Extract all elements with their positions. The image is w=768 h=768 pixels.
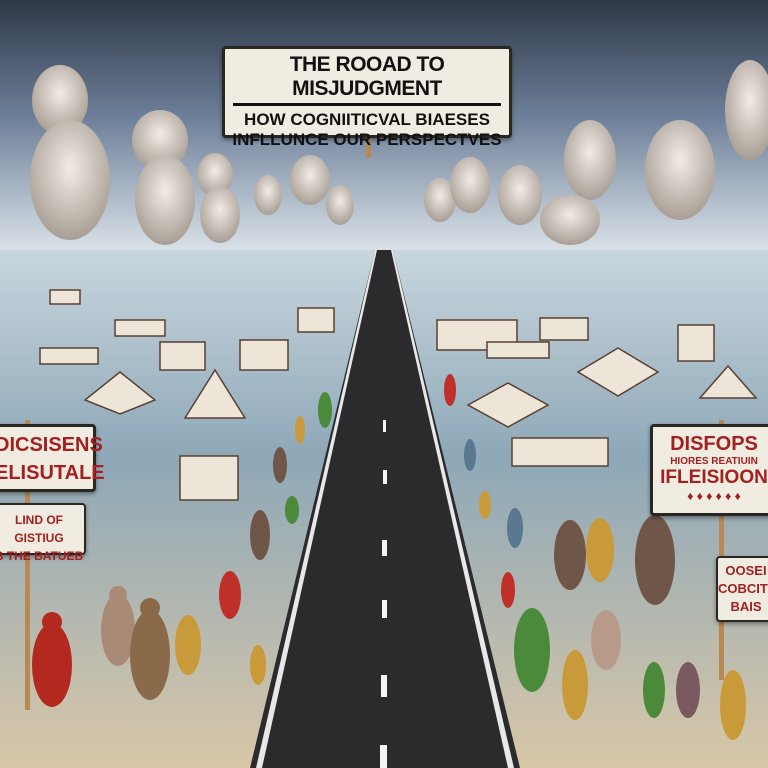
title-line-2: HOW COGNIITICVAL BIAESES — [244, 110, 490, 129]
title-line-1: THE ROOAD TO MISJUDGMENT — [233, 53, 501, 106]
small-distant-signs — [39, 289, 758, 501]
right-sign-top-line-1: DISFOPS — [670, 433, 758, 455]
right-sign-top-line-2: HIORES REATIUIN — [670, 456, 758, 467]
left-sign-top: DICSISENS ELISUTALE — [0, 424, 105, 492]
right-sign-bottom-line-2: COBCITT — [718, 581, 768, 596]
title-sign: THE ROOAD TO MISJUDGMENT HOW COGNIITICVA… — [222, 46, 512, 149]
right-sign-bottom-line-1: OOSEI — [725, 563, 767, 578]
left-sign-bottom: LIND OF GISTIUG B THE BATUEB — [0, 503, 86, 563]
title-line-3: INFLLUNCE OUR PERSPECTVES — [232, 130, 502, 149]
right-sign-pole — [719, 420, 724, 680]
right-sign-top: DISFOPS HIORES REATIUIN IFLEISIOON ♦ ♦ ♦… — [650, 424, 768, 516]
left-sign-bottom-line-1: LIND OF GISTIUG — [14, 513, 64, 545]
right-sign-bottom: OOSEI COBCITT BAIS — [716, 556, 768, 622]
right-sign-top-line-3: IFLEISIOON — [660, 467, 768, 488]
right-sign-bottom-line-3: BAIS — [730, 599, 762, 614]
road — [250, 250, 520, 768]
left-sign-bottom-line-2: B THE BATUEB — [0, 549, 84, 563]
road-edge-right — [391, 250, 514, 768]
cloud-figures — [30, 60, 768, 245]
people-figures — [32, 374, 746, 740]
left-sign-pole — [25, 420, 30, 710]
road-center-dashes — [380, 420, 387, 768]
left-sign-top-line-2: ELISUTALE — [0, 462, 105, 484]
title-sign-pole — [366, 138, 371, 158]
left-sign-top-line-1: DICSISENS — [0, 434, 103, 456]
diamond-row: ♦ ♦ ♦ ♦ ♦ ♦ — [687, 489, 741, 503]
road-edge-left — [256, 250, 377, 768]
